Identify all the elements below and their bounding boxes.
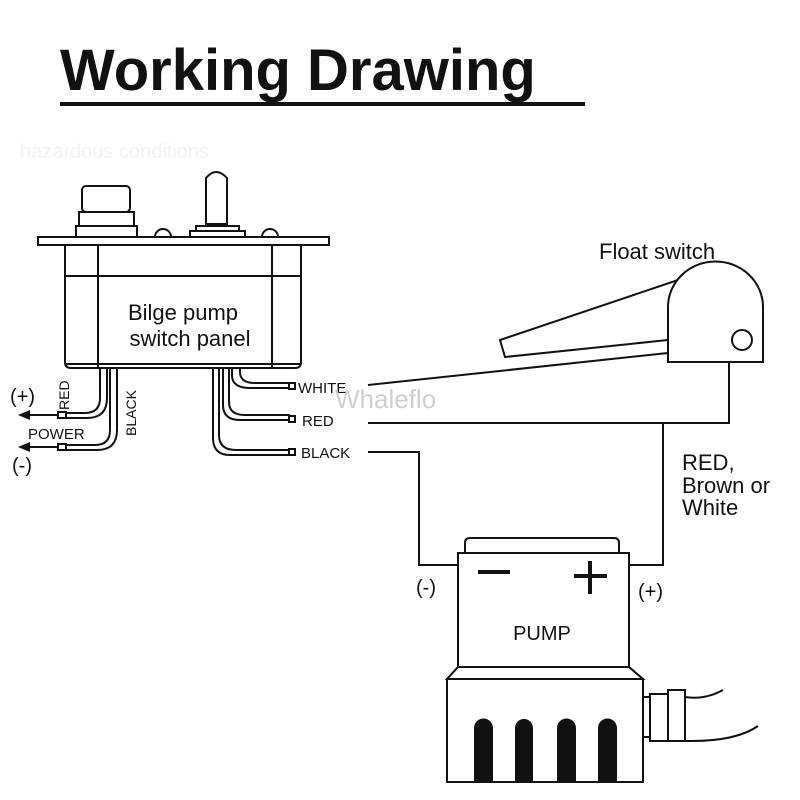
black-line xyxy=(368,451,458,566)
float-switch-label: Float switch xyxy=(599,239,715,264)
black-wire-label: BLACK xyxy=(301,445,350,462)
power-label: POWER xyxy=(28,426,85,443)
pump-plus-terminal: (+) xyxy=(638,581,663,603)
power-minus: (-) xyxy=(12,455,32,477)
power-black-label: BLACK xyxy=(123,389,139,436)
panel-label-line2: switch panel xyxy=(129,326,250,351)
watermark: Whaleflo xyxy=(335,384,436,414)
pump-minus-terminal: (-) xyxy=(416,577,436,599)
power-plus: (+) xyxy=(10,386,35,408)
power-red-label: RED xyxy=(56,380,72,410)
power-wires: (+) POWER (-) RED BLACK xyxy=(10,368,139,477)
pump: PUMP (-) (+) xyxy=(416,537,759,783)
title: Working Drawing xyxy=(60,38,536,103)
float-note-line2: Brown or xyxy=(682,473,770,498)
pump-label: PUMP xyxy=(513,623,571,645)
arrow-head-icon xyxy=(18,410,30,420)
switch-panel: Bilge pump switch panel xyxy=(37,171,330,369)
pump-plus-line xyxy=(629,423,664,566)
output-wires: WHITE RED BLACK xyxy=(212,368,350,462)
arrow-head-icon xyxy=(18,442,30,452)
red-wire-label: RED xyxy=(302,413,334,430)
panel-label-line1: Bilge pump xyxy=(128,300,238,325)
white-line xyxy=(367,352,669,386)
white-wire-label: WHITE xyxy=(298,380,346,397)
plus-icon xyxy=(574,561,607,594)
float-note-line1: RED, xyxy=(682,450,735,475)
float-switch: Float switch xyxy=(498,239,764,363)
red-line xyxy=(368,362,730,424)
ghost-text: hazardous conditions xyxy=(20,141,209,163)
float-note-line3: White xyxy=(682,495,738,520)
